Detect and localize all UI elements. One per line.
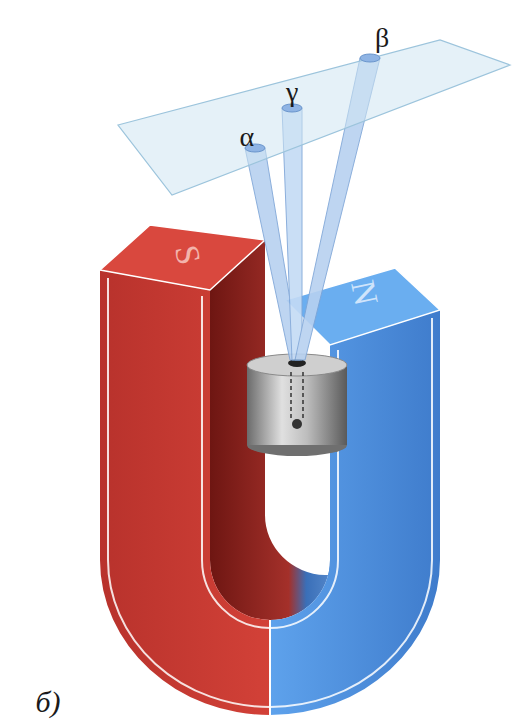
pole-label: N: [345, 277, 383, 308]
pole-label: S: [168, 242, 205, 268]
channel-wall: [290, 372, 292, 420]
lead-container: [247, 354, 347, 456]
alpha-label: α: [240, 123, 255, 151]
figure-label: б): [36, 687, 61, 717]
channel-wall: [302, 372, 304, 420]
beta-spot: [360, 54, 380, 62]
south-top-face: [100, 225, 265, 290]
magnet-south-arm: [100, 270, 270, 715]
radioactive-source: [292, 419, 302, 429]
detector-plate: [118, 40, 510, 195]
gamma-label: γ: [286, 78, 298, 106]
container-body: [247, 365, 347, 445]
beta-label: β: [375, 24, 389, 52]
pole-divider: [269, 620, 271, 715]
container-body-front: [247, 365, 347, 445]
